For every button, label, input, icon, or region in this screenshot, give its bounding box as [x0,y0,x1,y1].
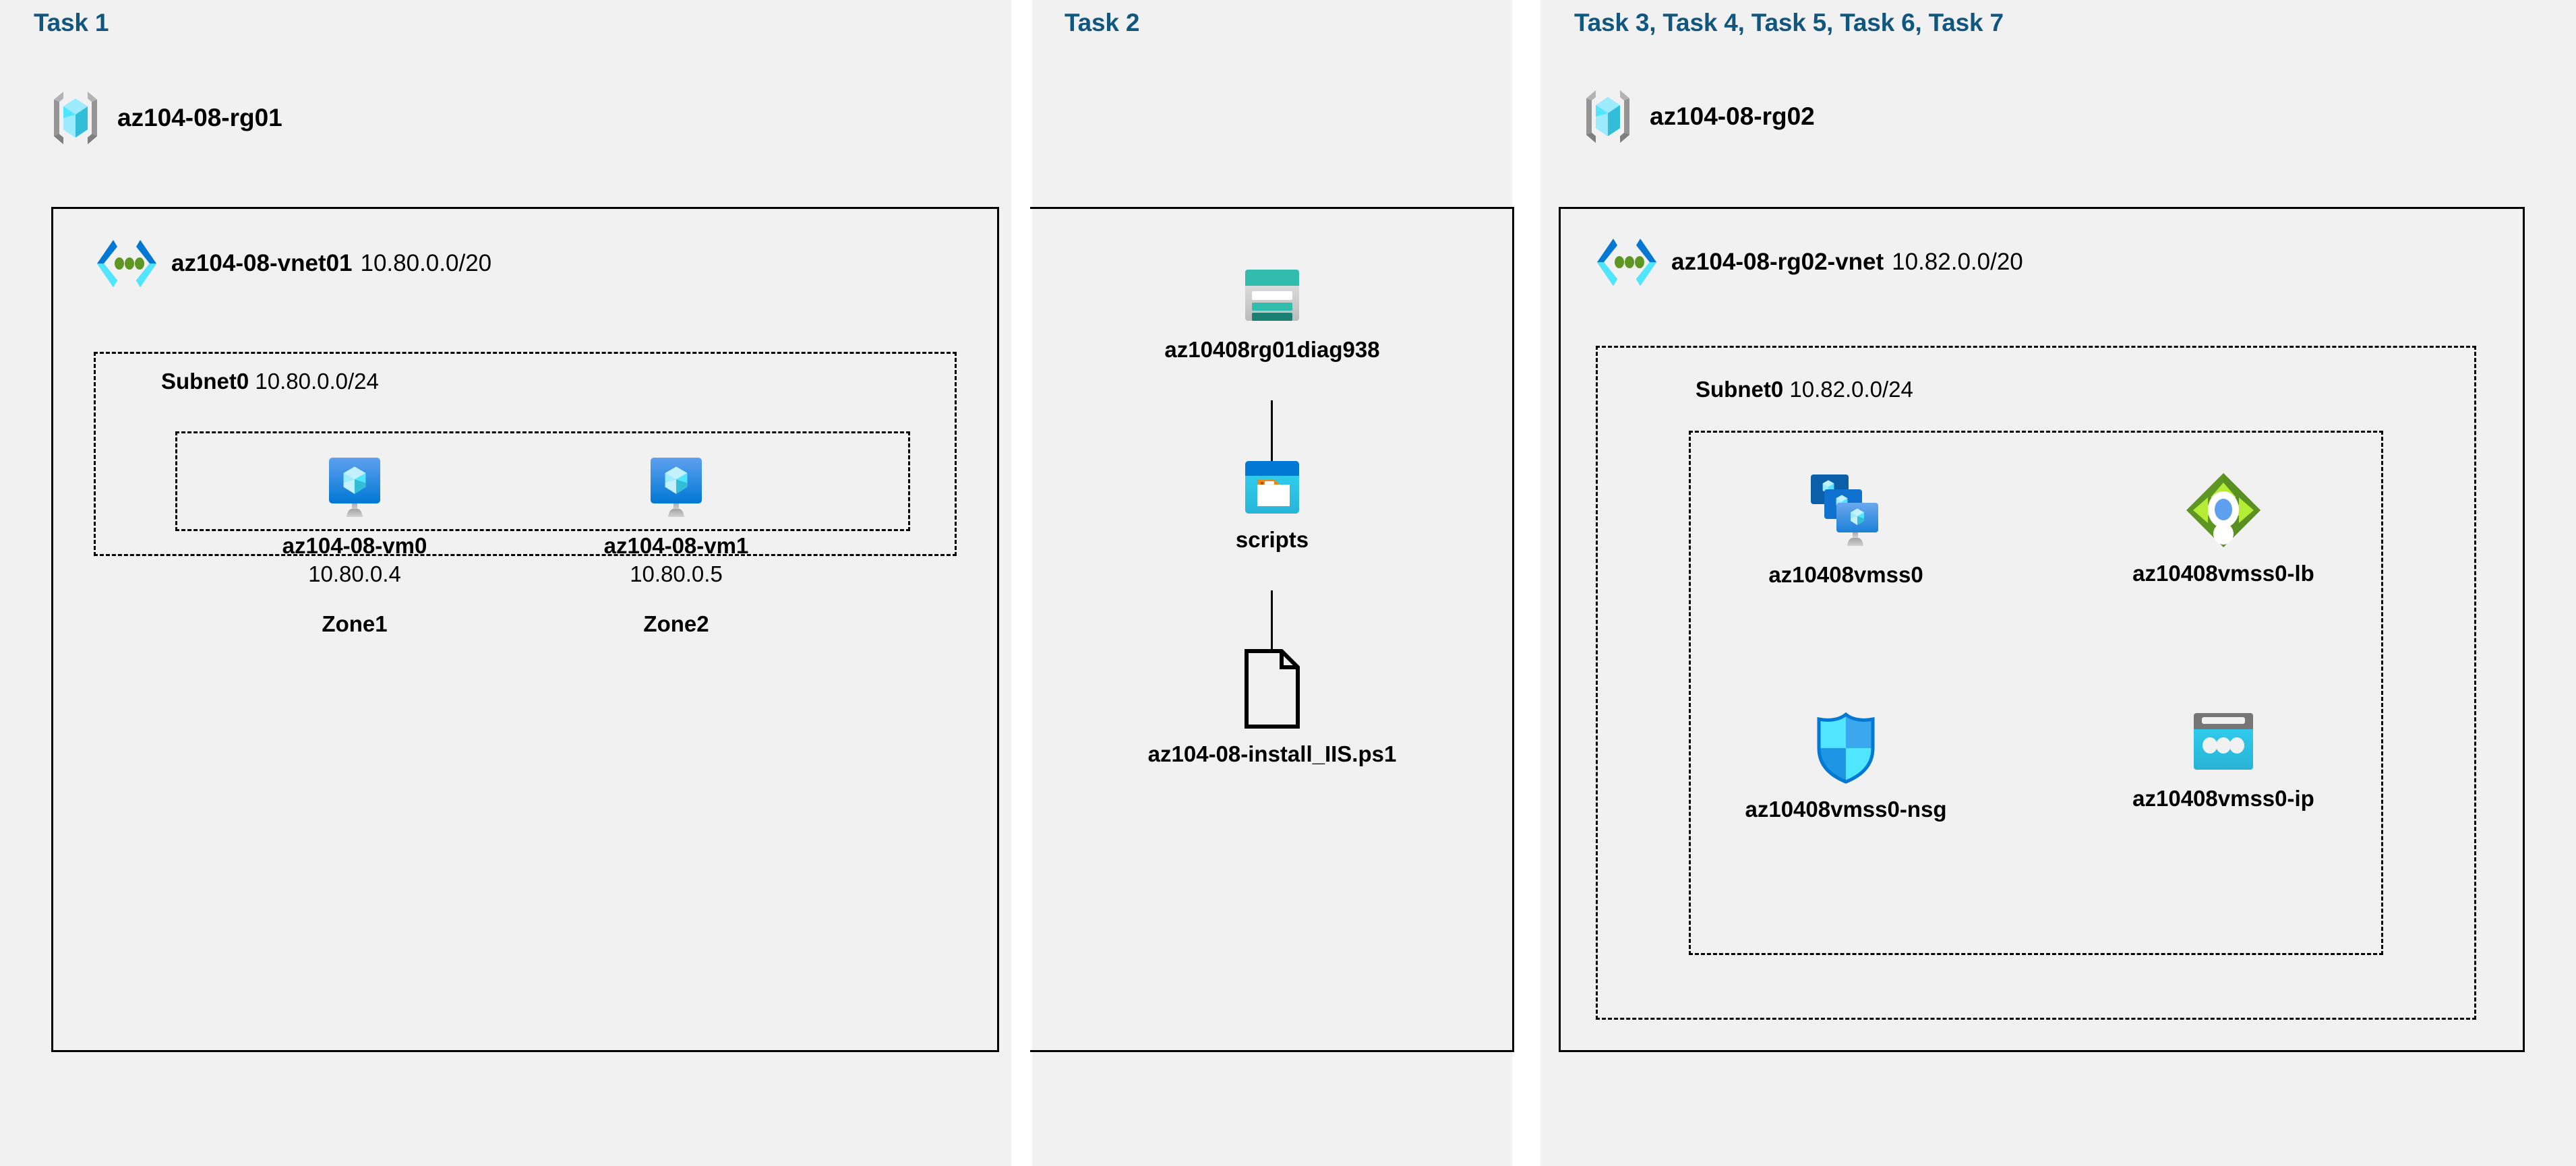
nsg-name: az10408vmss0-nsg [1745,797,1947,822]
vnet-header: az104-08-vnet01 10.80.0.0/20 [96,237,491,290]
storage-account-name: az10408rg01diag938 [1164,337,1380,362]
resource-group-label: az104-08-rg01 [117,104,282,131]
connector-storage-to-container [1271,400,1273,461]
vm-ip-address: 10.80.0.4 [308,561,401,586]
blob-container-name: scripts [1235,527,1309,552]
public-ip-name: az10408vmss0-ip [2132,786,2314,811]
subnet-name: Subnet0 [161,369,249,394]
subnet-box-subnet0: Subnet0 10.80.0.0/24 [94,352,957,636]
load-balancer-icon [2184,470,2263,550]
vm-node-az104-08-vm0[interactable]: az104-08-vm0 10.80.0.4 Zone1 [240,455,469,637]
virtual-machine-icon [320,455,390,522]
vmss-node[interactable]: az10408vmss0 [1731,470,1960,588]
virtual-machine-icon [641,455,711,522]
resource-group-az104-08-rg01: az104-08-rg01 [49,88,282,148]
vm-name: az104-08-vm0 [282,533,427,558]
storage-account-icon [1241,264,1303,326]
public-ip-node[interactable]: az10408vmss0-ip [2109,710,2338,811]
vnet-name: az104-08-rg02-vnet [1671,249,1884,275]
blob-container-icon [1241,458,1303,516]
subnet-name: Subnet0 [1696,377,1784,402]
blob-container-node[interactable]: scripts [1158,458,1387,553]
panel-task-2: Task 2 az10408rg01diag938 [1030,0,1514,1166]
vnet-name: az104-08-vnet01 [171,250,353,276]
load-balancer-node[interactable]: az10408vmss0-lb [2109,470,2338,586]
subnet-label: Subnet0 10.80.0.0/24 [161,369,379,394]
vm-node-az104-08-vm1[interactable]: az104-08-vm1 10.80.0.5 Zone2 [562,455,791,637]
nsg-node[interactable]: az10408vmss0-nsg [1731,710,1960,822]
task-2-container-box [1030,207,1514,1052]
subnet-cidr: 10.80.0.0/24 [255,369,379,394]
network-security-group-icon [1812,710,1880,786]
public-ip-address-icon [2190,710,2257,775]
vnet-box-az104-08-rg02-vnet: az104-08-rg02-vnet 10.82.0.0/20 Subnet0 1… [1559,207,2525,1052]
vm-name: az104-08-vm1 [603,533,749,558]
vm-zone: Zone1 [322,611,388,636]
script-file-name: az104-08-install_IIS.ps1 [1147,741,1397,766]
subnet-label: Subnet0 10.82.0.0/24 [1696,377,1913,402]
task-3-to-7-title: Task 3, Task 4, Task 5, Task 6, Task 7 [1574,9,2004,36]
resource-group-label: az104-08-rg02 [1650,102,1815,130]
vnet-header: az104-08-rg02-vnet 10.82.0.0/20 [1596,236,2023,288]
panel-task-3-to-7: Task 3, Task 4, Task 5, Task 6, Task 7 a… [1540,0,2576,1166]
task-1-title: Task 1 [34,9,109,36]
connector-container-to-file [1271,590,1273,651]
subnet-box-subnet0: Subnet0 10.82.0.0/24 [1596,346,2476,1020]
vnet-cidr: 10.82.0.0/20 [1892,249,2023,275]
vnet-name-and-cidr: az104-08-vnet01 10.80.0.0/20 [171,250,491,277]
vmss-name: az10408vmss0 [1768,562,1923,587]
load-balancer-name: az10408vmss0-lb [2132,561,2314,586]
resource-group-icon [1581,86,1635,147]
subnet-cidr: 10.82.0.0/24 [1789,377,1913,402]
vnet-cidr: 10.80.0.0/20 [360,250,492,276]
file-document-icon [1240,647,1305,731]
vm-scale-set-icon [1805,470,1886,551]
resource-group-box: az10408vmss0 [1689,431,2383,955]
vm-ip-address: 10.80.0.5 [630,561,723,586]
script-file-node[interactable]: az104-08-install_IIS.ps1 [1148,647,1396,767]
resource-group-icon [49,88,102,148]
resource-group-az104-08-rg02: az104-08-rg02 [1581,86,1815,147]
virtual-network-icon [96,237,158,290]
vnet-box-az104-08-vnet01: az104-08-vnet01 10.80.0.0/20 Subnet0 10.8… [51,207,999,1052]
virtual-network-icon [1596,236,1658,288]
panel-task-1: Task 1 az104-08-rg01 [0,0,1011,1166]
vm-zone: Zone2 [643,611,709,636]
vnet-name-and-cidr: az104-08-rg02-vnet 10.82.0.0/20 [1671,249,2023,276]
storage-account-node[interactable]: az10408rg01diag938 [1158,264,1387,363]
vm-group-box: az104-08-vm0 10.80.0.4 Zone1 [175,431,910,636]
task-2-title: Task 2 [1065,9,1140,36]
